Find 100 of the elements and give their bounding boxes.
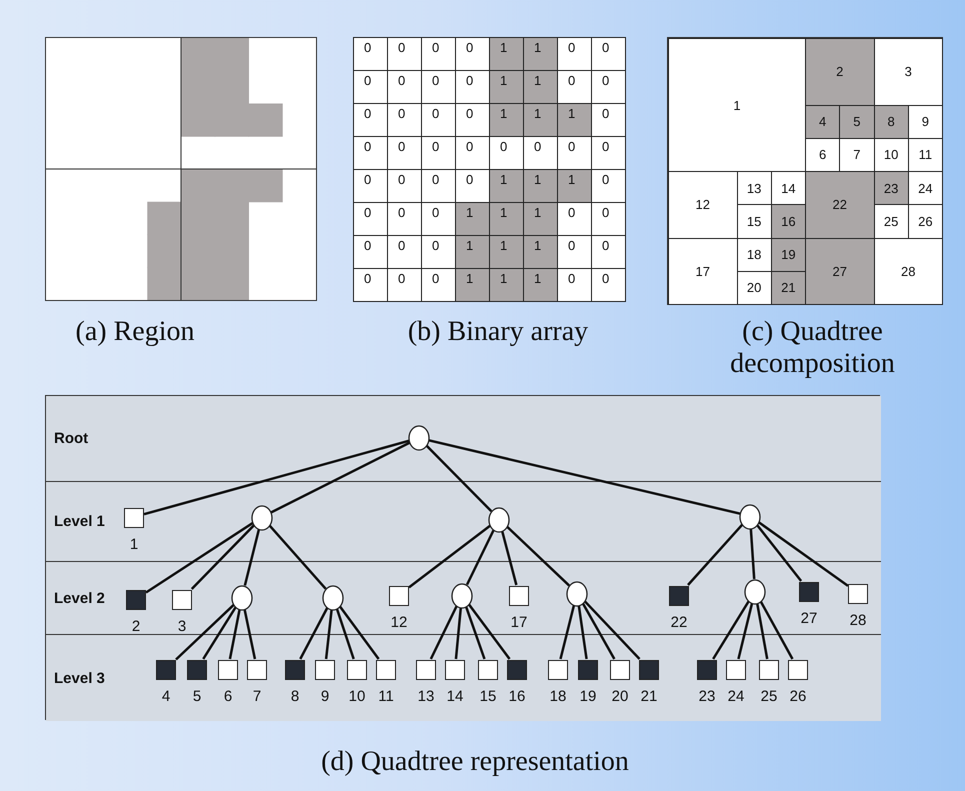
level-band: [46, 481, 881, 561]
node-number: 28: [850, 612, 866, 629]
caption: (a) Region: [74, 316, 196, 348]
tree-edge: [408, 524, 492, 588]
grid-cell: 1: [489, 103, 524, 137]
level-label: Level 3: [54, 670, 105, 686]
node-number: 15: [480, 688, 496, 705]
tree-edge: [756, 602, 768, 660]
tree-edge: [464, 606, 486, 660]
node-number: 26: [790, 688, 806, 705]
tree-edge: [336, 608, 355, 660]
grid-cell: 1: [557, 103, 592, 137]
tree-edge: [759, 600, 794, 660]
tree-edge: [270, 442, 410, 514]
grid-cell: 1: [557, 169, 592, 203]
grid-cell: 1: [523, 70, 558, 104]
tree-edge: [426, 444, 492, 512]
caption: (d) Quadtree representation: [320, 746, 630, 778]
node-number: 3: [178, 618, 186, 635]
node-number: 2: [132, 618, 140, 635]
tree-edge: [454, 606, 462, 660]
node-number: 18: [550, 688, 566, 705]
quadrant-box: 28: [874, 238, 943, 305]
tree-edge: [268, 524, 327, 590]
node-number: 24: [728, 688, 744, 705]
node-number: 14: [446, 688, 464, 705]
quadrant-box: 8: [874, 104, 909, 139]
level-band: [46, 634, 881, 721]
node-number: 4: [162, 688, 170, 705]
node-number: 6: [224, 688, 232, 705]
grid-cell: 0: [353, 37, 388, 71]
tree-edge: [584, 600, 640, 660]
tree-edge: [468, 603, 511, 660]
node-number: 12: [390, 614, 408, 631]
grid-cell: 1: [489, 37, 524, 71]
node-number: 13: [418, 688, 434, 705]
grid-cell: 1: [523, 169, 558, 203]
quadrant-box: 3: [874, 38, 943, 106]
tree-edge: [428, 439, 740, 515]
level-band: [46, 561, 881, 634]
grid-cell: 1: [489, 70, 524, 104]
caption: (b) Binary array: [406, 316, 590, 348]
node-number: 8: [290, 688, 300, 705]
tree-edge: [228, 608, 241, 660]
node-number: 17: [510, 614, 528, 631]
tree-edge: [506, 526, 570, 586]
caption: (c) Quadtree decomposition: [729, 316, 896, 380]
node-number: 25: [760, 688, 778, 705]
tree-edge: [299, 606, 329, 660]
node-number: 21: [640, 688, 658, 705]
tree-edge: [243, 608, 256, 660]
quadrant-box: 19: [770, 238, 806, 272]
quadrant-box: 17: [668, 238, 738, 305]
tree-edge: [144, 440, 410, 516]
grid-cell: 0: [591, 37, 626, 71]
tree-edge: [577, 604, 588, 660]
grid-cell: 0: [591, 268, 626, 302]
grid-cell: 1: [455, 235, 490, 269]
quadrant-box: 5: [839, 104, 874, 139]
level-label: Level 1: [54, 513, 105, 530]
node-number: 1: [130, 536, 138, 553]
grid-cell: 1: [523, 235, 558, 269]
node-number: 11: [378, 688, 394, 705]
grid-cell: 1: [489, 202, 524, 236]
level-label: Level 2: [54, 590, 105, 606]
grid-cell: 1: [455, 268, 490, 302]
grid-cell: 1: [523, 37, 558, 71]
grid-cell: 1: [523, 103, 558, 137]
tree-edge: [145, 522, 254, 594]
tree-edge: [324, 608, 333, 660]
tree-edge: [750, 528, 756, 580]
quadrant-box: 16: [770, 204, 806, 238]
node-number: 22: [670, 614, 688, 631]
quadrant-box: 23: [874, 171, 909, 206]
node-number: 23: [698, 688, 716, 705]
node-number: 16: [508, 688, 526, 705]
grid-cell: 0: [353, 268, 388, 302]
node-number: 7: [252, 688, 262, 705]
node-number: 10: [348, 688, 366, 705]
node-number: 19: [580, 688, 596, 705]
quadrant-box: 4: [805, 104, 840, 139]
quadrant-box: 22: [805, 171, 874, 238]
tree-edge: [500, 530, 518, 586]
grid-cell: 1: [523, 202, 558, 236]
tree-edge: [175, 604, 236, 660]
node-number: 20: [612, 688, 628, 705]
grid-cell: 1: [523, 268, 558, 302]
quadrant-box: 21: [770, 270, 806, 305]
tree-edge: [582, 602, 616, 660]
quadrant-box: 2: [805, 38, 874, 106]
quadrant-box: 1: [668, 38, 806, 172]
tree-edge: [190, 524, 256, 590]
node-number: 5: [192, 688, 202, 705]
tree-edge: [758, 521, 849, 587]
node-number: 9: [320, 688, 330, 705]
grid-cell: 1: [489, 235, 524, 269]
tree-edge: [202, 606, 238, 660]
tree-edge: [466, 528, 496, 586]
tree-edge: [338, 605, 380, 660]
grid-cell: 1: [455, 202, 490, 236]
